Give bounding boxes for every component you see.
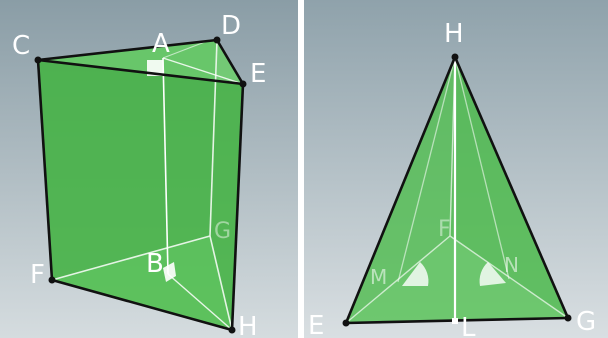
- edge-CF: [36, 59, 54, 281]
- vertex-D: [213, 36, 221, 44]
- label-D: D: [221, 11, 241, 41]
- left-figure-panel: C A D E F B G H: [0, 0, 298, 338]
- panel-divider: [298, 0, 304, 338]
- base-face: [346, 236, 568, 323]
- top-face: [38, 40, 243, 84]
- right-angle-marker-B: [163, 262, 176, 282]
- label-E: E: [250, 59, 266, 89]
- bottom-face: [52, 236, 232, 330]
- vertex-E: [239, 80, 247, 88]
- label-H: H: [444, 19, 464, 49]
- pyramid-diagram: H F M N E L G: [298, 0, 608, 338]
- label-L: L: [461, 313, 476, 338]
- edge-HE: [344, 56, 457, 324]
- segment-BH: [167, 273, 233, 331]
- vertex-C: [34, 56, 42, 64]
- vertex-E: [342, 319, 350, 327]
- vertex-F: [48, 276, 56, 284]
- label-F: F: [30, 260, 45, 290]
- foot-L-marker: [452, 318, 458, 324]
- triangular-prism-diagram: C A D E F B G H: [0, 0, 298, 338]
- right-figure-panel: H F M N E L G: [298, 0, 608, 338]
- vertex-H: [228, 326, 236, 334]
- segment-A-top: [162, 39, 211, 59]
- label-H: H: [238, 312, 258, 338]
- segment-AB: [162, 57, 169, 275]
- edge-EH: [230, 83, 245, 331]
- label-N: N: [504, 253, 519, 277]
- vertex-H: [451, 53, 459, 61]
- segment-AE: [162, 57, 244, 85]
- edge-HG: [453, 56, 570, 319]
- edge-FH: [51, 278, 233, 332]
- hidden-edge-GH: [209, 235, 233, 331]
- hidden-edge-FG: [51, 235, 211, 281]
- segment-HN: [454, 56, 510, 280]
- label-A: A: [152, 29, 170, 59]
- segment-HM: [397, 56, 456, 283]
- label-E: E: [308, 311, 324, 338]
- hidden-edge-DG: [209, 39, 218, 237]
- top-triangle-edges: [37, 38, 245, 86]
- label-G: G: [576, 307, 596, 337]
- label-M: M: [370, 265, 387, 289]
- angle-marker-M: [402, 262, 429, 286]
- label-C: C: [12, 31, 30, 61]
- vertex-G: [564, 314, 572, 322]
- label-F: F: [438, 217, 451, 242]
- label-B: B: [146, 249, 164, 279]
- angle-marker-N: [479, 262, 506, 286]
- label-G: G: [214, 219, 231, 244]
